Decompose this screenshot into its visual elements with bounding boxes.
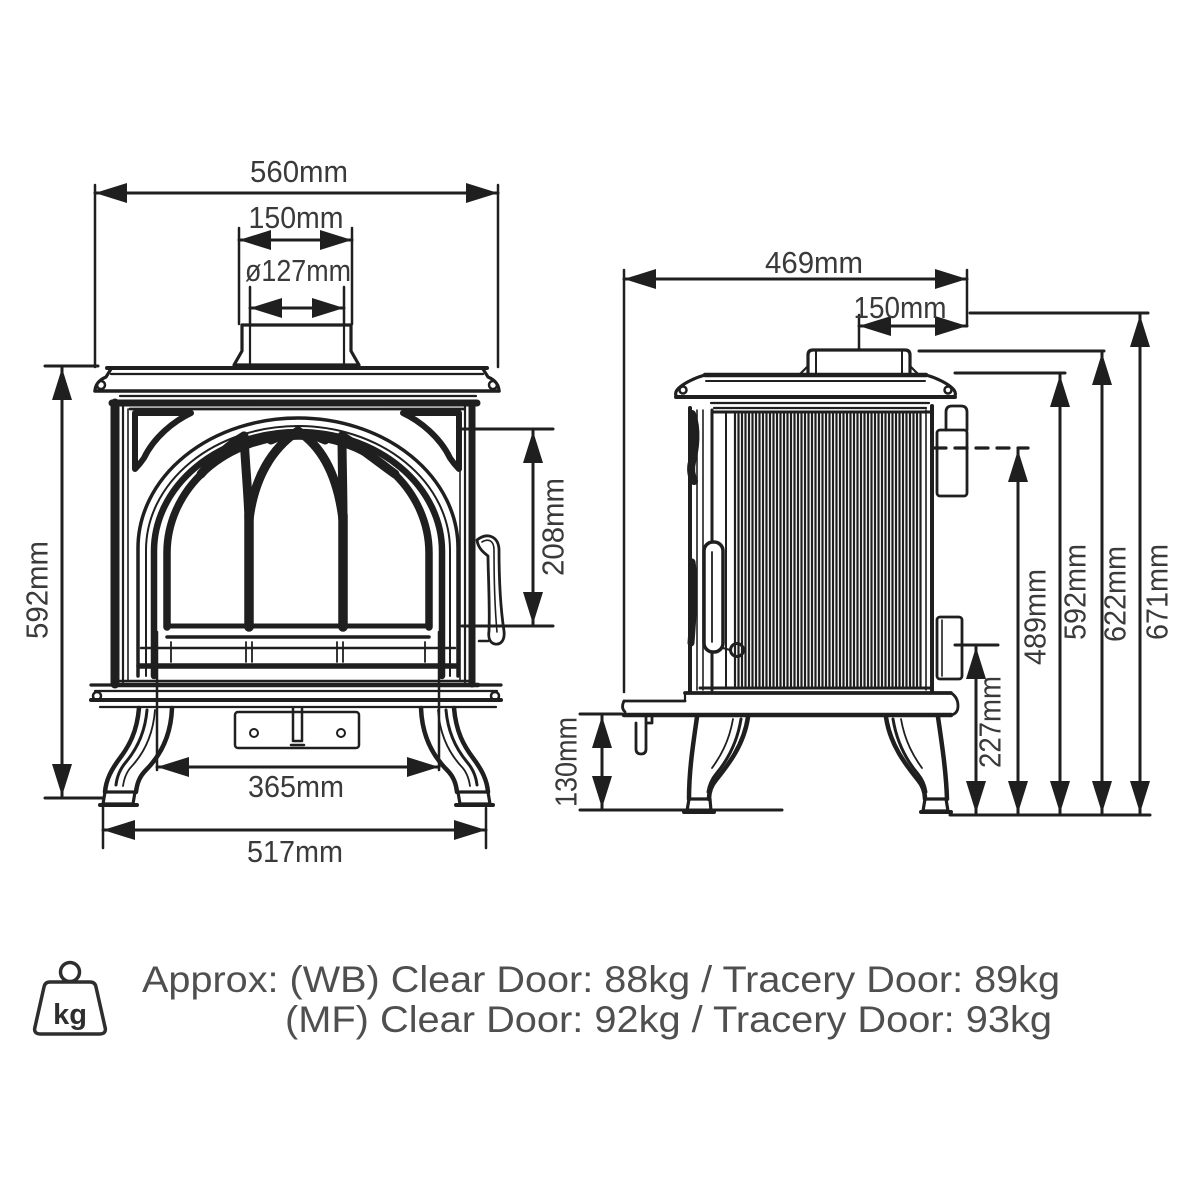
svg-text:Approx: (WB) Clear Door: 88kg: Approx: (WB) Clear Door: 88kg / Tracery … <box>142 959 1060 1000</box>
svg-text:150mm: 150mm <box>854 290 947 325</box>
svg-text:560mm: 560mm <box>250 154 348 189</box>
svg-text:489mm: 489mm <box>1018 569 1053 665</box>
svg-text:517mm: 517mm <box>247 834 343 869</box>
svg-text:208mm: 208mm <box>536 478 571 576</box>
svg-text:365mm: 365mm <box>248 769 344 804</box>
svg-text:592mm: 592mm <box>20 541 55 639</box>
svg-text:592mm: 592mm <box>1058 544 1093 640</box>
svg-text:227mm: 227mm <box>973 676 1008 768</box>
svg-text:kg: kg <box>53 999 87 1031</box>
svg-text:(MF) Clear Door: 92kg / Tracer: (MF) Clear Door: 92kg / Tracery Door: 93… <box>285 999 1052 1040</box>
svg-text:622mm: 622mm <box>1098 546 1133 642</box>
svg-text:469mm: 469mm <box>765 245 863 280</box>
svg-text:130mm: 130mm <box>549 717 584 807</box>
svg-text:671mm: 671mm <box>1140 544 1175 640</box>
svg-text:ø127mm: ø127mm <box>245 253 351 288</box>
svg-text:150mm: 150mm <box>249 200 344 235</box>
